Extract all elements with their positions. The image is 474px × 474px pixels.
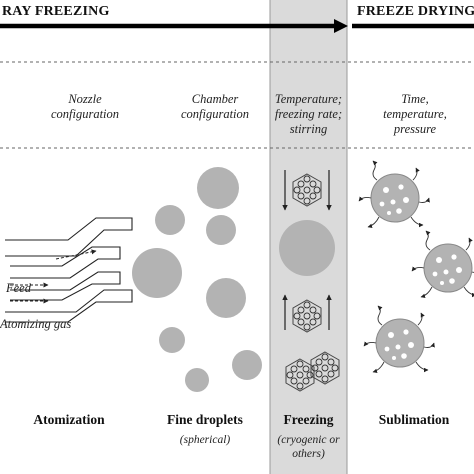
atomizing-gas-label: Atomizing gas [0, 317, 72, 331]
chamber-parameter: Chamber configuration [180, 92, 250, 121]
fine-droplets-label: Fine droplets [167, 412, 243, 427]
nozzle-outline [5, 217, 133, 323]
feed-label: Feed [6, 281, 31, 295]
freeze-drying-header: FREEZE DRYING [357, 4, 474, 19]
sublimation-particles [359, 161, 474, 372]
sublimation-label: Sublimation [378, 412, 450, 427]
spray-freezing-header: RAY FREEZING [2, 4, 110, 19]
freezing-droplet [279, 220, 335, 276]
freezing-note: (cryogenic or others) [277, 434, 340, 460]
fine-droplets [132, 167, 262, 392]
freezing-parameter: Temperature; freezing rate; stirring [274, 92, 343, 136]
freezing-label: Freezing [283, 412, 334, 427]
drying-parameter: Time, temperature, pressure [383, 92, 447, 136]
atomization-label: Atomization [33, 412, 105, 427]
nozzle-parameter: Nozzle configuration [50, 92, 120, 121]
fine-droplets-note: (spherical) [179, 434, 231, 446]
